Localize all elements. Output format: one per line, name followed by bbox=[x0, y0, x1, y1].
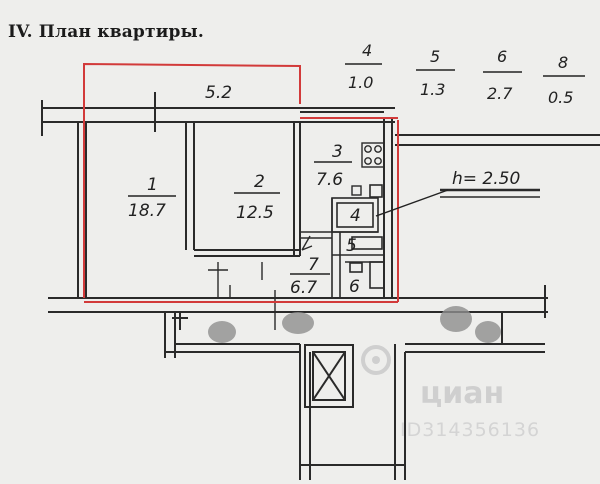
legend-area-6: 2.7 bbox=[487, 84, 513, 103]
watermark-pin-icon bbox=[361, 345, 391, 375]
stove-icon bbox=[361, 142, 385, 168]
room-3-area: 7.6 bbox=[316, 170, 343, 190]
room-4-number: 4 bbox=[350, 206, 361, 226]
room-5-number: 5 bbox=[346, 236, 357, 256]
balcony-area: 5.2 bbox=[205, 83, 232, 103]
room-7-number: 7 bbox=[308, 255, 319, 275]
room-3-label: 3 7.6 bbox=[314, 142, 352, 190]
sink-icon bbox=[351, 185, 362, 196]
watermark-brand: циан bbox=[420, 376, 504, 411]
ceiling-height: h= 2.50 bbox=[452, 169, 520, 189]
legend-area-5: 1.3 bbox=[420, 80, 445, 99]
balcony-label: 5.2 bbox=[205, 83, 232, 103]
room-7-area: 6.7 bbox=[290, 278, 317, 298]
room-2-area: 12.5 bbox=[236, 203, 274, 223]
room-3-number: 3 bbox=[332, 142, 343, 162]
room-6-number: 6 bbox=[349, 277, 360, 297]
room-2-number: 2 bbox=[254, 172, 265, 192]
room-2-label: 2 12.5 bbox=[234, 172, 280, 223]
legend-num-5: 5 bbox=[430, 47, 440, 66]
bathroom-partitions bbox=[300, 184, 385, 298]
legend-num-6: 6 bbox=[497, 47, 507, 66]
legend-area-8: 0.5 bbox=[548, 88, 573, 107]
adjacent-walls bbox=[395, 134, 600, 198]
height-pointer bbox=[375, 189, 449, 217]
watermark-id: ID314356136 bbox=[400, 419, 540, 441]
legend-area-4: 1.0 bbox=[348, 73, 373, 92]
apartment-outline bbox=[83, 62, 399, 303]
legend-num-8: 8 bbox=[558, 53, 568, 72]
legend-num-4: 4 bbox=[362, 41, 372, 60]
room-1-label: 1 18.7 bbox=[128, 175, 176, 221]
room-7-label: 7 6.7 bbox=[290, 255, 330, 298]
watermark: циан ID314356136 bbox=[361, 345, 540, 441]
room-1-number: 1 bbox=[147, 175, 158, 195]
stairwell bbox=[164, 312, 545, 480]
blurred-marks bbox=[208, 306, 501, 343]
area-legend: 4 1.0 5 1.3 6 2.7 8 0.5 bbox=[345, 41, 585, 107]
room-1-area: 18.7 bbox=[128, 201, 166, 221]
page-title: IV. План квартиры. bbox=[8, 22, 205, 42]
